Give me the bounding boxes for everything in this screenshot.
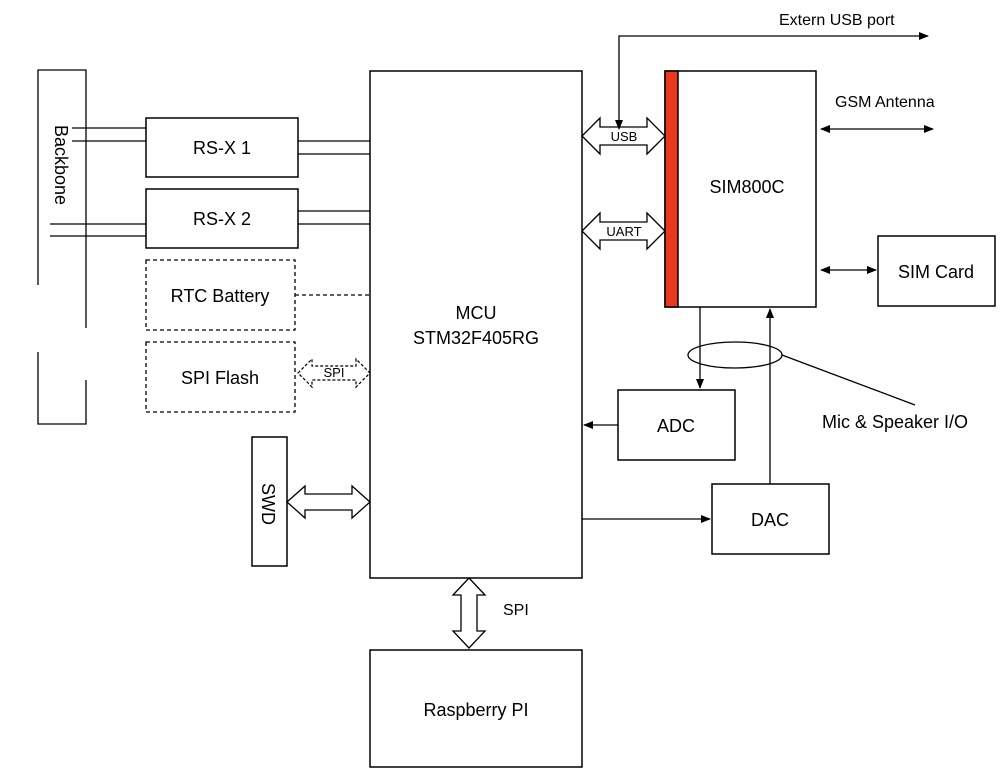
rsx1-block: RS-X 1 bbox=[145, 117, 299, 178]
mcu-part-number: STM32F405RG bbox=[413, 328, 539, 348]
sim-card-block: SIM Card bbox=[820, 235, 996, 307]
rtc-battery-label: RTC Battery bbox=[171, 286, 270, 306]
rsx1-label: RS-X 1 bbox=[193, 138, 251, 158]
spi-flash-bus-label: SPI bbox=[324, 365, 345, 380]
uart-bus-arrow: UART bbox=[581, 211, 666, 251]
rtc-battery-block: RTC Battery bbox=[145, 259, 370, 331]
mic-speaker-annotation: Mic & Speaker I/O bbox=[687, 341, 968, 432]
spi-pi-bus-label: SPI bbox=[503, 602, 529, 619]
spi-flash-block: SPI Flash bbox=[145, 341, 296, 413]
backbone-label: Backbone bbox=[51, 125, 71, 205]
sim-card-label: SIM Card bbox=[898, 262, 974, 282]
sim800c-red-strip bbox=[664, 70, 679, 308]
mic-speaker-label: Mic & Speaker I/O bbox=[822, 412, 968, 432]
usb-bus-arrow: USB bbox=[581, 116, 666, 156]
raspberry-pi-block: Raspberry PI bbox=[369, 649, 583, 768]
backbone-bracket: Backbone bbox=[37, 69, 87, 425]
gsm-antenna-label: GSM Antenna bbox=[835, 94, 935, 111]
backbone-wires bbox=[50, 127, 146, 237]
swd-label: SWD bbox=[258, 483, 278, 525]
raspberry-pi-label: Raspberry PI bbox=[423, 700, 528, 720]
mcu-block: MCU STM32F405RG bbox=[369, 70, 583, 579]
gsm-antenna-connection: GSM Antenna bbox=[820, 94, 935, 133]
dac-label: DAC bbox=[751, 510, 789, 530]
usb-bus-label: USB bbox=[611, 129, 638, 144]
dac-block: DAC bbox=[582, 308, 830, 555]
rsx-mcu-wires bbox=[298, 140, 370, 225]
extern-usb-label: Extern USB port bbox=[779, 12, 895, 29]
adc-block: ADC bbox=[583, 307, 736, 461]
rsx2-label: RS-X 2 bbox=[193, 209, 251, 229]
rsx2-block: RS-X 2 bbox=[145, 188, 299, 249]
sim800c-label: SIM800C bbox=[709, 177, 784, 197]
mcu-label: MCU bbox=[456, 303, 497, 323]
swd-bus-arrow bbox=[286, 484, 371, 520]
extern-usb-connection: Extern USB port bbox=[615, 12, 929, 130]
spi-flash-label: SPI Flash bbox=[181, 368, 259, 388]
uart-bus-label: UART bbox=[606, 224, 641, 239]
spi-flash-bus-arrow: SPI bbox=[297, 357, 371, 389]
adc-label: ADC bbox=[657, 416, 695, 436]
sim800c-block: SIM800C bbox=[664, 70, 817, 308]
spi-pi-bus-arrow: SPI bbox=[451, 577, 529, 649]
swd-block: SWD bbox=[251, 436, 288, 567]
